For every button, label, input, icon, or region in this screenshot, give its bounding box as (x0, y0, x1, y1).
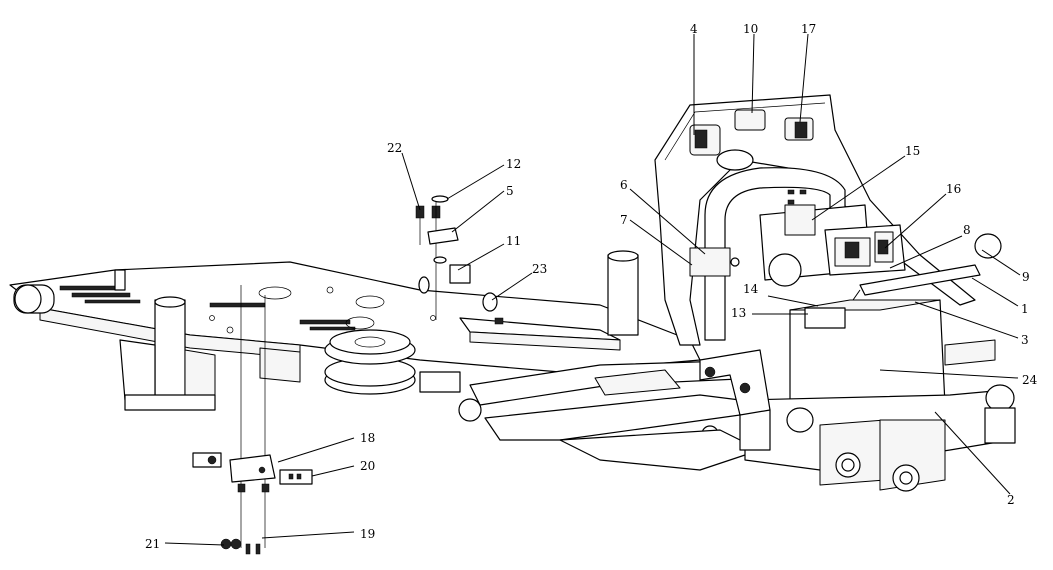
callout-3: 3 (1021, 333, 1029, 347)
callout-15: 15 (905, 144, 920, 158)
callout-13: 13 (731, 306, 746, 320)
callout-19: 19 (360, 527, 375, 541)
callout-7: 7 (620, 213, 628, 227)
callout-20: 20 (360, 459, 375, 473)
callout-11: 11 (506, 234, 521, 248)
frame-rails-drawing (458, 250, 761, 471)
dash-console-drawing (654, 94, 1016, 492)
callout-24: 24 (1022, 373, 1038, 387)
exploded-bracket-drawing (192, 285, 313, 555)
callout-8: 8 (963, 223, 971, 237)
leader-lines (164, 33, 1021, 546)
callout-12: 12 (506, 157, 521, 171)
exploded-fasteners-drawing (415, 195, 504, 325)
callout-17: 17 (801, 22, 816, 36)
callout-18: 18 (360, 431, 375, 445)
callout-10: 10 (743, 22, 758, 36)
callout-labels: 1 2 3 4 5 6 7 8 9 10 11 12 13 14 15 16 1… (145, 22, 1038, 551)
callout-4: 4 (690, 22, 698, 36)
callout-22: 22 (387, 141, 402, 155)
callout-21: 21 (145, 537, 160, 551)
callout-6: 6 (620, 178, 628, 192)
pulley-assembly-drawing (324, 329, 461, 395)
callout-14: 14 (743, 282, 759, 296)
callout-16: 16 (946, 182, 961, 196)
callout-1: 1 (1021, 302, 1029, 316)
callout-2: 2 (1007, 493, 1015, 507)
callout-9: 9 (1022, 270, 1030, 284)
callout-23: 23 (532, 262, 547, 276)
callout-5: 5 (506, 184, 514, 198)
